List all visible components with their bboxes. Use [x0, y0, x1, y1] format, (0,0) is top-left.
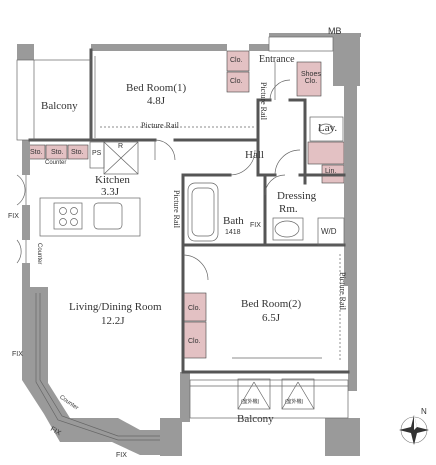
exterior-walls — [17, 33, 361, 456]
storage-2-label: Sto. — [51, 149, 64, 156]
compass-icon — [399, 415, 429, 445]
outdoor-unit-2-label: (室外機) — [285, 399, 304, 405]
fix-left-label: FIX — [8, 213, 19, 220]
living-dining-name: Living/Dining Room — [69, 301, 162, 313]
bed-room-2-name: Bed Room(2) — [241, 298, 302, 310]
compass-north-label: N — [421, 407, 427, 416]
counter-left-label: Counter — [36, 243, 42, 265]
bath-size: 1418 — [225, 229, 241, 236]
storage-1-label: Sto. — [30, 149, 43, 156]
shoes-closet-label: Shoes Clo. — [301, 71, 321, 85]
picture-rail-bath-label: Picture Rail — [172, 190, 181, 228]
kitchen-size: 3.3J — [101, 186, 120, 198]
bed-room-1-name: Bed Room(1) — [126, 82, 187, 94]
dressing-room-name: Dressing — [277, 190, 317, 202]
bath-fix-label: FIX — [250, 222, 261, 229]
balcony-bottom-label: Balcony — [237, 413, 274, 425]
closet-fills — [27, 50, 345, 359]
refrigerator-label: R — [118, 143, 124, 150]
living-dining-size: 12.2J — [101, 315, 125, 327]
lavatory-label: Lav. — [318, 122, 338, 134]
kitchen-counter-label: Counter — [45, 160, 67, 166]
storage-3-label: Sto. — [71, 149, 84, 156]
linen-label: Lin. — [325, 168, 337, 175]
fix-bottom2-label: FIX — [116, 452, 127, 459]
door-swings — [16, 79, 301, 281]
closet-a-label: Clo. — [230, 57, 243, 64]
picture-rail-top-label: Picture Rail — [141, 121, 179, 130]
closet-b-label: Clo. — [230, 78, 243, 85]
pipe-space-label: PS — [92, 150, 102, 157]
bath-name: Bath — [223, 215, 244, 227]
entrance-label: Entrance — [259, 54, 295, 65]
mb-label: MB — [328, 26, 342, 36]
picture-rail-bed2-label: Picture Rail — [338, 272, 347, 310]
picture-rail-entrance-label: Picture Rail — [259, 82, 268, 120]
outdoor-unit-1-label: (室外機) — [241, 399, 260, 405]
thin-lines — [16, 36, 349, 441]
closet-c-label: Clo. — [188, 305, 201, 312]
hall-label: Hall — [245, 149, 264, 161]
closet-d-label: Clo. — [188, 338, 201, 345]
kitchen-name: Kitchen — [95, 174, 130, 186]
bed-room-1-size: 4.8J — [147, 95, 166, 107]
fix-left2-label: FIX — [12, 351, 23, 358]
balcony-top-label: Balcony — [41, 100, 78, 112]
bed-room-2-size: 6.5J — [262, 312, 281, 324]
washer-dryer-label: W/D — [321, 227, 337, 236]
dressing-room-rm: Rm. — [279, 203, 298, 215]
